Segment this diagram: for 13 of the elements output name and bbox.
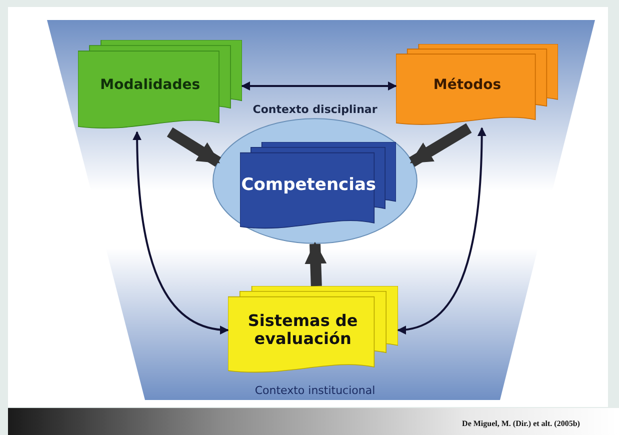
- arrow: [132, 131, 229, 334]
- block-arrow: [166, 127, 222, 167]
- arrow: [397, 127, 486, 334]
- node-label: Métodos: [433, 77, 502, 94]
- block-arrow: [409, 123, 472, 167]
- node-label: Sistemas de evaluación: [246, 312, 359, 348]
- block-arrow: [304, 242, 327, 286]
- arrow: [241, 82, 397, 90]
- citation-text: De Miguel, M. (Dir.) et alt. (2005b): [462, 419, 580, 428]
- context-label: Contexto institucional: [254, 384, 376, 397]
- node-label: Modalidades: [100, 77, 200, 94]
- node-label: Competencias: [241, 176, 376, 196]
- context-label: Contexto disciplinar: [252, 103, 378, 116]
